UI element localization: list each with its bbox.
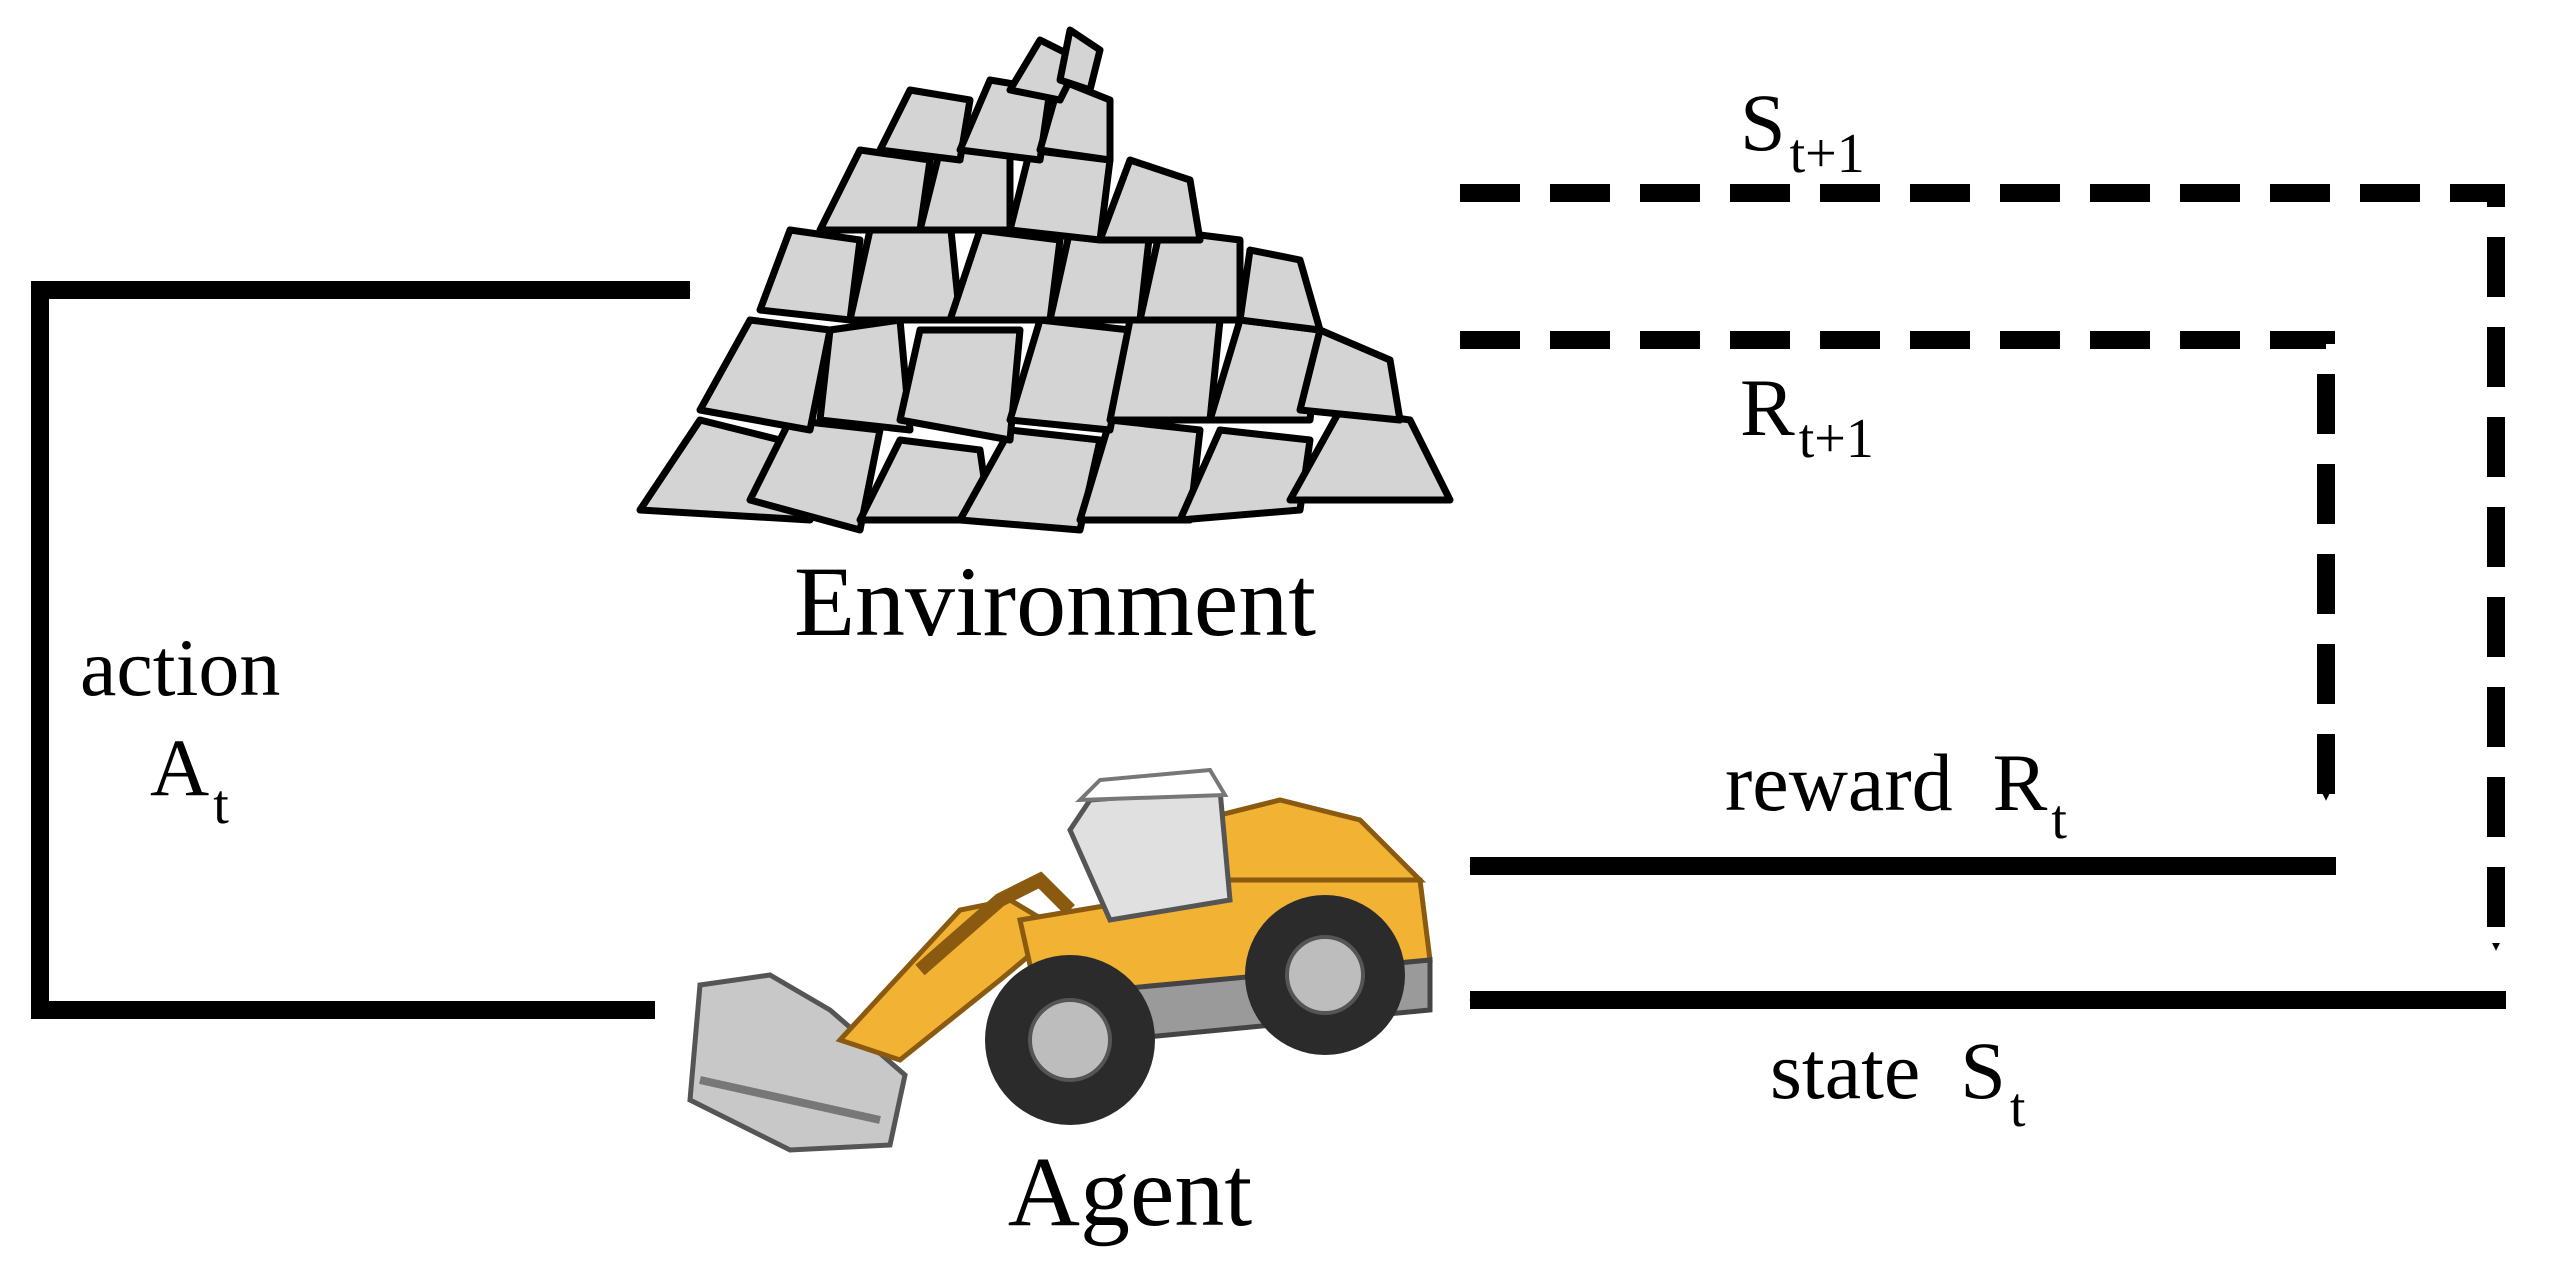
next-state-arrow: [1460, 184, 2505, 951]
wheel-loader-icon: [687, 767, 1433, 1153]
action-arrow: [31, 281, 691, 1019]
rock-pile-icon: [636, 26, 1454, 534]
next-reward-label: Rt+1: [1740, 362, 1874, 470]
next-state-letter: S: [1740, 77, 1786, 168]
reward-label: reward Rt: [1725, 737, 2067, 851]
reward-word: reward: [1725, 737, 1953, 828]
reward-letter: R: [1993, 737, 2048, 828]
action-symbol-sub: t: [213, 774, 229, 836]
next-state-label: St+1: [1740, 77, 1865, 185]
next-state-sub: t+1: [1790, 123, 1865, 185]
state-label: state St: [1770, 1025, 2026, 1139]
next-reward-sub: t+1: [1799, 408, 1874, 470]
next-reward-letter: R: [1740, 362, 1795, 453]
next-reward-arrow: [1460, 331, 2335, 801]
action-label: action: [80, 622, 280, 713]
state-sub: t: [2010, 1077, 2026, 1139]
state-letter: S: [1960, 1025, 2006, 1116]
state-word: state: [1770, 1025, 1920, 1116]
action-symbol-letter: A: [150, 722, 209, 813]
action-symbol: At: [150, 722, 229, 836]
reward-sub: t: [2051, 789, 2067, 851]
agent-label: Agent: [1008, 1136, 1253, 1247]
environment-label: Environment: [794, 546, 1316, 657]
